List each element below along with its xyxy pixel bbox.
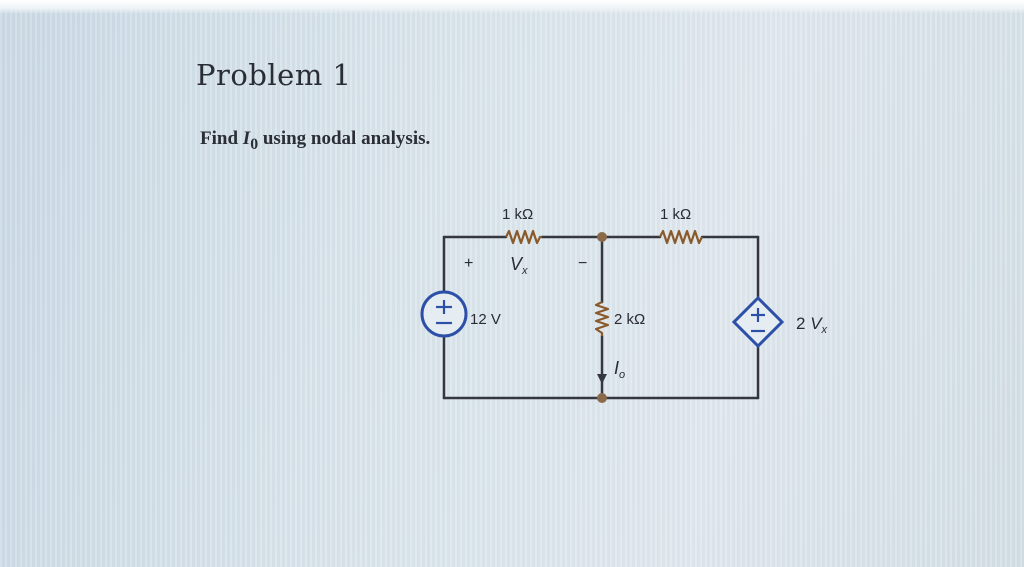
io-symbol: I — [614, 358, 619, 378]
page-top-edge — [0, 0, 1024, 14]
dep-source-label: 2 Vx — [796, 314, 828, 336]
resistor-r3 — [594, 301, 610, 336]
voltage-source-12v — [420, 290, 468, 338]
node-top-middle — [597, 232, 607, 242]
io-subscript: o — [619, 369, 625, 381]
current-arrow — [597, 350, 607, 384]
resistor-r2 — [659, 229, 703, 245]
resistor-r1 — [505, 229, 542, 245]
vx-symbol: V — [510, 254, 524, 274]
vx-subscript: x — [521, 265, 528, 277]
dep-source-subscript: x — [821, 324, 828, 336]
io-label: Io — [614, 358, 625, 381]
prompt-variable: I — [242, 128, 251, 149]
source-label: 12 V — [470, 311, 501, 328]
vx-plus-sign: + — [464, 255, 473, 272]
vx-minus-sign: − — [578, 255, 587, 272]
dependent-voltage-source — [731, 295, 785, 349]
dep-source-coefficient: 2 — [796, 314, 810, 333]
prompt-prefix: Find — [200, 128, 243, 149]
dep-source-symbol: V — [810, 314, 823, 333]
node-bottom-middle — [597, 393, 607, 403]
r2-label: 1 kΩ — [660, 206, 691, 223]
problem-prompt: Find I0 using nodal analysis. — [200, 128, 430, 154]
r3-label: 2 kΩ — [614, 311, 645, 328]
r1-label: 1 kΩ — [502, 206, 533, 223]
prompt-suffix: using nodal analysis. — [258, 128, 431, 149]
vx-label: Vx — [510, 254, 528, 277]
problem-title: Problem 1 — [196, 58, 352, 92]
prompt-variable-subscript: 0 — [250, 135, 259, 153]
